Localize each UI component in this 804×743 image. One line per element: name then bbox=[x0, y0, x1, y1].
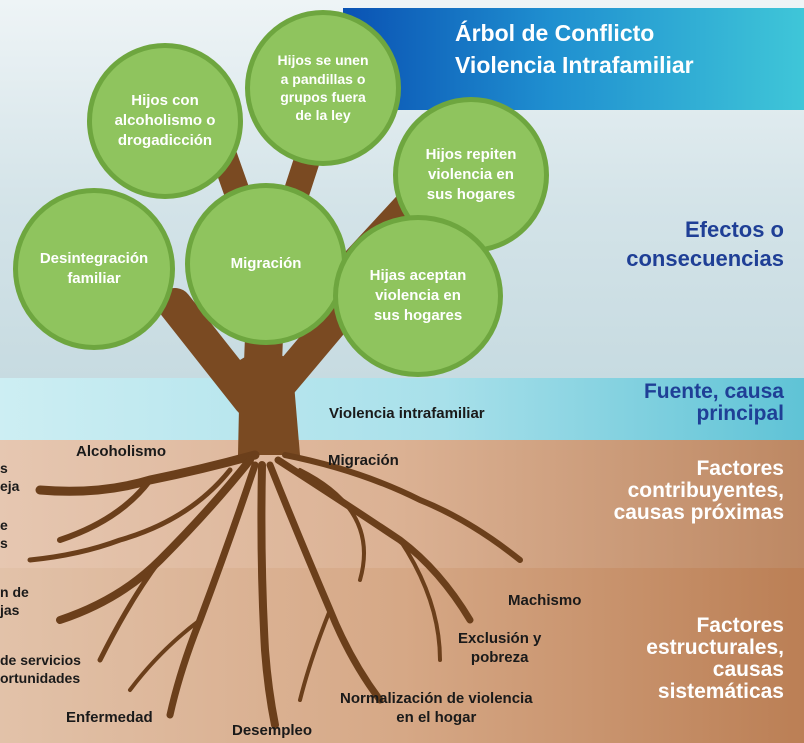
source-band bbox=[0, 378, 804, 440]
trunk-label: Violencia intrafamiliar bbox=[329, 405, 485, 422]
section-label-line: principal bbox=[696, 402, 784, 426]
root-label-line: eja bbox=[0, 477, 20, 494]
leaf-text-line: alcoholismo o bbox=[114, 112, 216, 130]
root-label-line: e bbox=[0, 517, 8, 533]
section-contributing-label: Factores contribuyentes, causas próximas bbox=[613, 457, 784, 525]
leaf-text-line: grupos fuera bbox=[280, 89, 366, 105]
leaf-text-line: sus hogares bbox=[373, 306, 463, 324]
root-label-line: s bbox=[0, 460, 8, 476]
leaf-text-line: Migración bbox=[230, 255, 302, 273]
tree-roots bbox=[27, 450, 523, 729]
leaf-text-line: Hijos con bbox=[131, 92, 199, 110]
leaf-text-line: drogadicción bbox=[117, 131, 213, 149]
title-line-2: Violencia Intrafamiliar bbox=[455, 52, 694, 78]
root-label-cut-1: s eja bbox=[0, 460, 19, 495]
root-label-line: Exclusión y bbox=[458, 630, 542, 647]
section-label-line: Efectos o bbox=[684, 217, 784, 242]
section-label-line: sistemáticas bbox=[657, 680, 784, 704]
section-label-line: causas bbox=[712, 658, 784, 682]
root-label-line: en el hogar bbox=[396, 708, 477, 726]
section-label-line: consecuencias bbox=[626, 246, 784, 272]
root-label-line: de servicios bbox=[0, 652, 81, 668]
leaf-text-line: Hijos repiten bbox=[425, 146, 517, 164]
section-label-line: contribuyentes, bbox=[627, 479, 784, 503]
root-label-line: pobreza bbox=[470, 648, 529, 666]
root-label-line: s bbox=[0, 534, 8, 551]
leaf-family-disintegration: Desintegración familiar bbox=[13, 188, 175, 350]
root-label-cut-4: de servicios ortunidades bbox=[0, 652, 81, 687]
leaf-text-line: violencia en bbox=[375, 287, 461, 305]
leaf-text-line: violencia en bbox=[428, 166, 514, 184]
leaf-text-line: de la ley bbox=[295, 107, 351, 124]
title-line-1: Árbol de Conflicto bbox=[455, 20, 655, 46]
root-label-desempleo: Desempleo bbox=[232, 722, 313, 739]
section-label-line: Fuente, causa bbox=[643, 380, 784, 403]
root-label-exclusion: Exclusión y pobreza bbox=[458, 630, 541, 668]
section-label-line: estructurales, bbox=[646, 636, 784, 660]
leaf-text-line: a pandillas o bbox=[280, 70, 366, 87]
root-label-line: n de bbox=[0, 584, 29, 600]
leaf-text-line: sus hogares bbox=[426, 185, 516, 203]
section-source-label: Fuente, causa principal bbox=[643, 380, 784, 426]
leaf-migration: Migración bbox=[185, 183, 347, 345]
leaf-text-line: familiar bbox=[67, 270, 121, 287]
tree-trunk bbox=[238, 352, 300, 455]
root-label-normalizacion: Normalización de violencia en el hogar bbox=[340, 690, 533, 728]
root-label-machismo: Machismo bbox=[508, 592, 582, 609]
root-label-line: ortunidades bbox=[0, 669, 81, 686]
root-label-line: jas bbox=[0, 601, 20, 618]
root-label-line: Normalización de violencia bbox=[340, 690, 533, 707]
root-label-migracion: Migración bbox=[328, 452, 399, 469]
section-structural-label: Factores estructurales, causas sistemáti… bbox=[646, 614, 784, 704]
leaf-text-line: Desintegración bbox=[39, 250, 149, 268]
leaf-text-line: Hijos se unen bbox=[277, 52, 369, 69]
root-label-cut-2: e s bbox=[0, 517, 8, 552]
section-label-line: Factores bbox=[696, 457, 784, 480]
section-label-line: Factores bbox=[696, 614, 784, 637]
root-label-cut-3: n de jas bbox=[0, 584, 29, 619]
section-effects-label: Efectos o consecuencias bbox=[626, 218, 784, 270]
root-label-enfermedad: Enfermedad bbox=[66, 709, 153, 726]
root-label-alcoholismo: Alcoholismo bbox=[76, 443, 167, 460]
section-label-line: causas próximas bbox=[613, 501, 784, 525]
leaf-text-line: Hijas aceptan bbox=[369, 267, 467, 285]
title-box bbox=[343, 8, 804, 110]
